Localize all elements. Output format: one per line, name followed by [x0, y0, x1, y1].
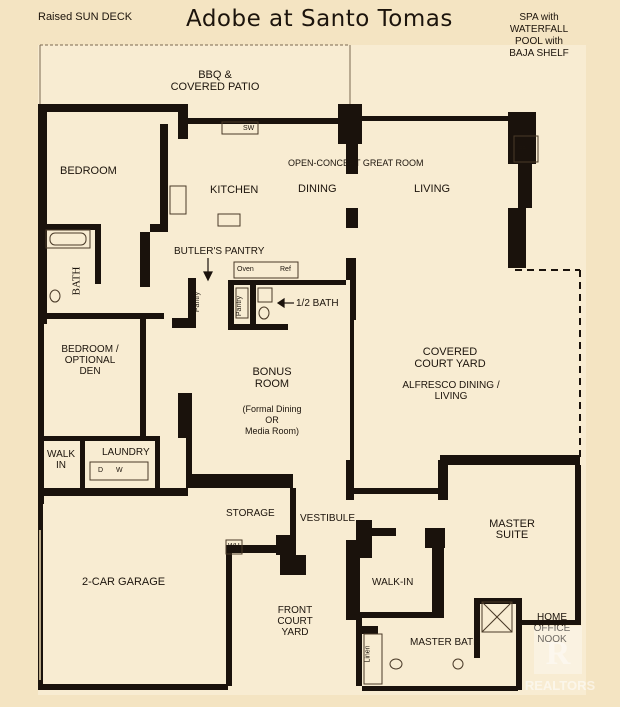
page-title: Adobe at Santo Tomas	[186, 6, 453, 32]
door-arrows	[203, 258, 294, 309]
fixture-pantry-2: Pantry	[236, 295, 244, 317]
fixture-washer: W	[116, 467, 123, 474]
courtyard-dashed-edge	[515, 269, 581, 458]
room-bbq-patio: BBQ &COVERED PATIO	[170, 69, 260, 93]
room-kitchen: KITCHEN	[210, 184, 259, 196]
room-master-bath: MASTER BATH	[410, 637, 481, 648]
fixture-pantry: Pantry	[194, 291, 202, 313]
svg-text:REALTORS: REALTORS	[525, 678, 596, 693]
fixture-water-heater: WH	[228, 543, 240, 550]
room-garage: 2-CAR GARAGE	[82, 576, 166, 588]
room-half-bath: 1/2 BATH	[296, 298, 339, 309]
room-dining: DINING	[298, 183, 337, 195]
room-vestibule: VESTIBULE	[300, 513, 356, 524]
fixture-sink-window: SW	[243, 125, 255, 132]
svg-text:R: R	[546, 635, 571, 672]
plan-paper	[38, 45, 586, 695]
fixture-fridge: Ref	[280, 266, 291, 273]
fixture-lines	[39, 121, 539, 685]
room-master-walk-in: WALK-IN	[372, 577, 414, 588]
realtor-logo-watermark: R REALTORS	[525, 626, 596, 693]
patio-outline	[39, 44, 351, 110]
room-bedroom: BEDROOM	[60, 165, 117, 177]
deck-note: Raised SUN DECK	[38, 11, 133, 23]
room-bath: BATH	[70, 266, 83, 296]
fixture-fireplace: FP	[518, 146, 527, 153]
fixture-oven: Oven	[237, 266, 254, 273]
room-butlers-pantry: BUTLER'S PANTRY	[174, 246, 265, 257]
fixture-dryer: D	[98, 467, 104, 474]
spa-note: SPA with WATERFALL POOL with BAJA SHELF	[509, 12, 569, 59]
room-alfresco: ALFRESCO DINING /LIVING	[402, 380, 500, 402]
room-storage: STORAGE	[226, 508, 275, 519]
room-living: LIVING	[414, 183, 451, 195]
fixture-linen: Linen	[364, 645, 372, 663]
room-great-room: OPEN-CONCEPT GREAT ROOM	[288, 158, 424, 168]
room-laundry: LAUNDRY	[102, 447, 150, 458]
